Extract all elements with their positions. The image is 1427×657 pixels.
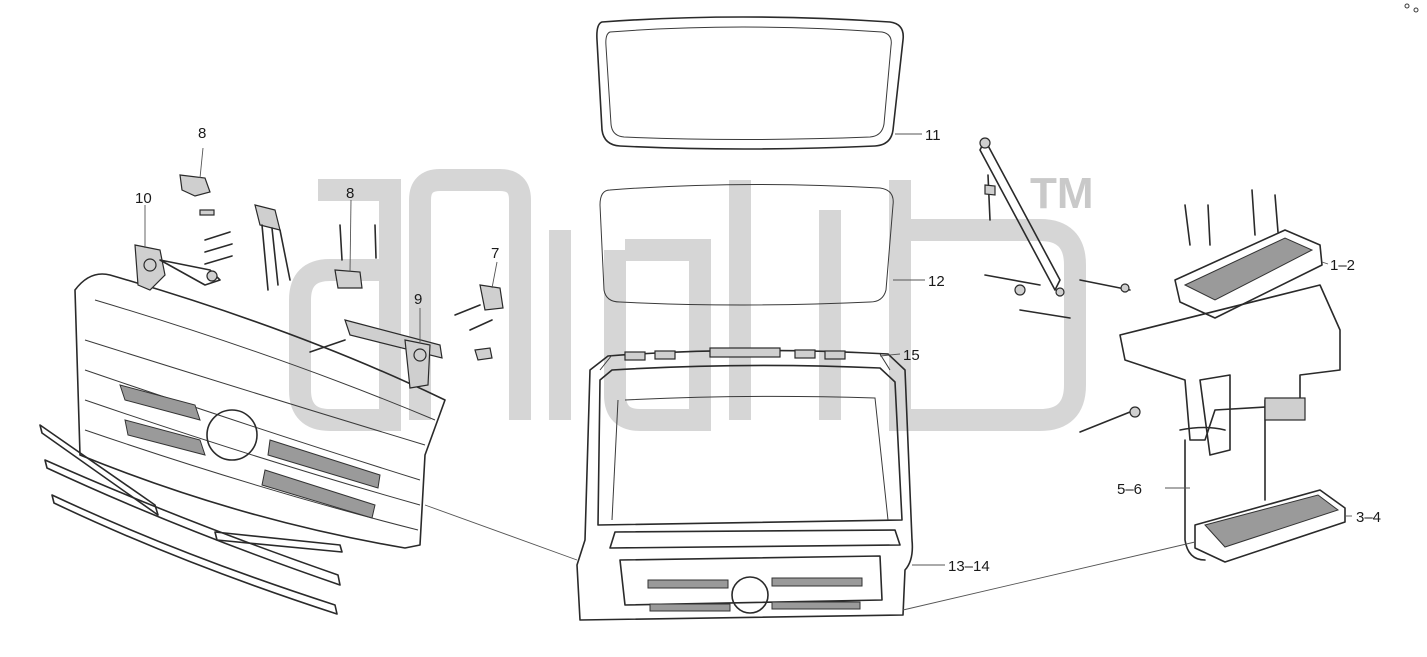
glass-panel-part [599,183,894,306]
callout-8a: 8 [198,125,206,142]
callout-8b: 8 [346,185,354,202]
windshield-part [596,16,905,150]
step-lower-part [1194,489,1346,563]
watermark-tm: TM [1030,169,1094,218]
callout-11: 11 [925,127,941,144]
cab-roof-bumps [624,347,846,361]
callout-9: 9 [414,291,422,308]
watermark-logo: TM [289,169,1094,431]
callout-15: 15 [903,347,920,364]
callout-13-14: 13–14 [948,558,990,575]
callout-12: 12 [928,273,945,290]
callout-labels: 8 10 8 7 9 11 12 15 1–2 5–6 3–4 13–14 [135,125,1381,575]
grab-handle-part [979,137,1061,291]
corner-mark [1404,3,1419,13]
hinge-10-part [134,244,221,291]
hinge-9-part [309,319,443,389]
callout-5-6: 5–6 [1117,481,1142,498]
trim-strips [39,424,343,615]
callout-7: 7 [491,245,499,262]
callout-1-2: 1–2 [1330,257,1355,274]
hinge-7-part [454,284,504,361]
cab-frame-part [576,347,914,621]
step-upper-part [1174,189,1323,319]
bolt-set-left [204,204,291,291]
bolt-set-right [984,274,1141,433]
leader-lines [144,133,1352,611]
grille-part [74,273,446,549]
callout-10: 10 [135,190,152,207]
callout-3-4: 3–4 [1356,509,1381,526]
bracket-8-part [179,174,215,216]
step-bracket-part [1119,284,1341,561]
bracket-8b-part [334,224,377,289]
